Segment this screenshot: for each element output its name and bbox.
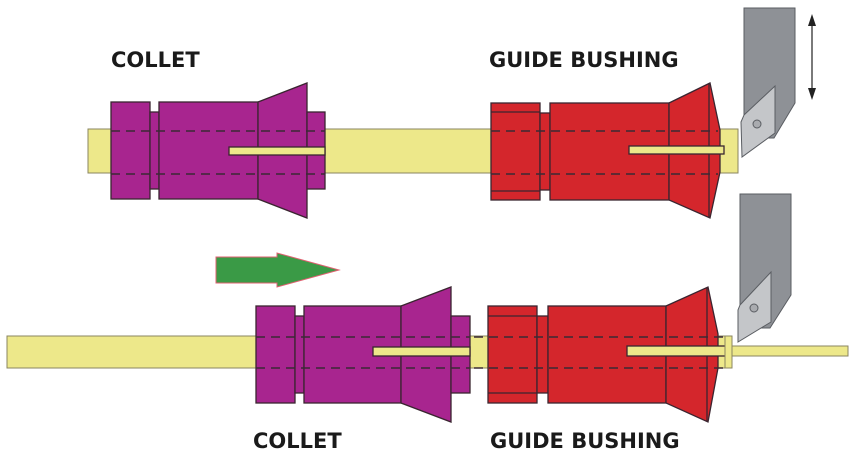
bottom-cutting-tool [737, 193, 792, 343]
bottom-collet-label: COLLET [253, 429, 342, 453]
top-collet-label: COLLET [111, 48, 200, 72]
bottom-guide-bushing [474, 286, 733, 423]
right-arrow-icon [215, 252, 341, 288]
bottom-guide-bushing-label: GUIDE BUSHING [490, 429, 680, 453]
bottom-bushing-stock-face [724, 335, 733, 369]
top-collet-slot [228, 146, 326, 156]
top-guide-bushing [490, 82, 725, 219]
top-stage: COLLET GUIDE BUSHING [87, 7, 816, 219]
top-bushing-slot [628, 145, 725, 155]
bottom-bushing-slot [626, 345, 729, 357]
bottom-collet [255, 286, 471, 423]
bottom-insert-screw [749, 303, 759, 313]
bottom-bar-protrusion [729, 345, 849, 357]
bottom-stage: COLLET GUIDE BUSHING [6, 193, 849, 453]
bottom-collet-slot [372, 346, 471, 357]
up-down-arrow-icon [808, 14, 816, 100]
top-insert-screw [752, 119, 762, 129]
top-cutting-tool [740, 7, 796, 158]
top-collet [110, 82, 326, 219]
top-guide-bushing-label: GUIDE BUSHING [489, 48, 679, 72]
